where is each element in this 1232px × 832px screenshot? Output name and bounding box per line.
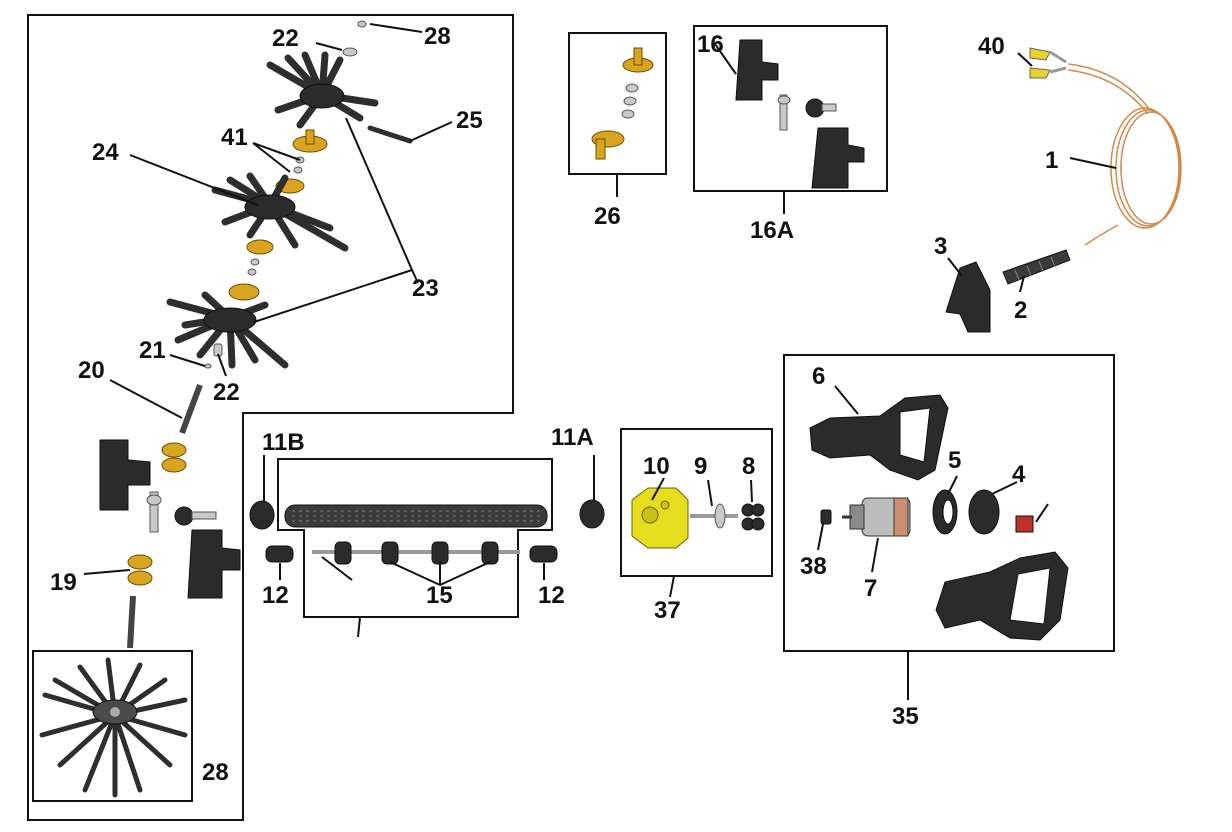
label-23: 23 bbox=[412, 275, 439, 302]
end-plug-11a bbox=[579, 499, 605, 529]
label-5: 5 bbox=[948, 447, 961, 474]
label-12-left: 12 bbox=[262, 582, 289, 609]
label-37: 37 bbox=[654, 597, 681, 624]
shaft-lower bbox=[127, 595, 136, 649]
label-10: 10 bbox=[643, 453, 670, 480]
label-4: 4 bbox=[1012, 461, 1026, 488]
brush-tube bbox=[284, 504, 548, 528]
bearing-22-top bbox=[342, 47, 358, 57]
brush-head-assembly-frame bbox=[27, 14, 514, 821]
label-8: 8 bbox=[742, 453, 755, 480]
label-1: 1 bbox=[1045, 147, 1058, 174]
end-plug-11b bbox=[249, 500, 275, 530]
gear-shaft-9 bbox=[690, 503, 738, 529]
sleeve-12-right bbox=[529, 545, 558, 563]
label-12-right: 12 bbox=[538, 582, 565, 609]
nut-28-top bbox=[357, 20, 367, 28]
washer-21 bbox=[204, 363, 212, 369]
handle-housing-6 bbox=[809, 394, 949, 481]
power-cord-1 bbox=[1067, 63, 1182, 246]
label-41: 41 bbox=[221, 124, 248, 151]
valve-stem-left bbox=[146, 491, 217, 533]
coupler-upper bbox=[161, 442, 187, 473]
tee-connector-right bbox=[187, 529, 241, 599]
label-21: 21 bbox=[139, 337, 166, 364]
label-25: 25 bbox=[456, 107, 483, 134]
label-9: 9 bbox=[694, 453, 707, 480]
sleeve-12-left bbox=[265, 545, 294, 563]
label-24: 24 bbox=[92, 139, 119, 166]
label-22-lower: 22 bbox=[213, 379, 240, 406]
label-35: 35 bbox=[892, 703, 919, 730]
bearings-8 bbox=[741, 503, 765, 531]
tee-connector-left bbox=[99, 439, 151, 511]
round-brush-28 bbox=[39, 657, 188, 798]
rod-25 bbox=[367, 125, 413, 144]
label-28-inset: 28 bbox=[202, 759, 229, 786]
switch-leader bbox=[1035, 503, 1049, 523]
collar-4 bbox=[968, 489, 1000, 535]
motor-kit-35-box bbox=[783, 354, 1115, 652]
motor-7 bbox=[842, 497, 911, 537]
part-labels: 22 28 25 41 24 23 21 20 22 19 28 11B 11A… bbox=[50, 23, 1058, 786]
switch-red bbox=[1015, 515, 1034, 533]
label-38: 38 bbox=[800, 553, 827, 580]
middle-hub-pair bbox=[228, 239, 274, 301]
end-cap-3 bbox=[945, 261, 991, 333]
screw-38 bbox=[820, 509, 832, 525]
shaft-20 bbox=[179, 383, 203, 435]
label-40: 40 bbox=[978, 33, 1005, 60]
strain-relief-2 bbox=[1002, 249, 1071, 285]
lower-brush-section bbox=[166, 291, 289, 369]
label-28-top: 28 bbox=[424, 23, 451, 50]
label-16a: 16A bbox=[750, 217, 794, 244]
gearbox-kit-37-box bbox=[620, 428, 773, 577]
label-6: 6 bbox=[812, 363, 825, 390]
leader-lines bbox=[83, 23, 1117, 700]
kit-16a-parts bbox=[735, 39, 865, 189]
label-20: 20 bbox=[78, 357, 105, 384]
label-3: 3 bbox=[934, 233, 947, 260]
label-11a: 11A bbox=[551, 424, 594, 451]
coupler-19 bbox=[127, 554, 153, 586]
label-16: 16 bbox=[697, 31, 724, 58]
gear-housing-10 bbox=[631, 487, 689, 549]
middle-brush-section-24 bbox=[211, 172, 349, 252]
kit-16a-box bbox=[693, 25, 888, 192]
label-26: 26 bbox=[594, 203, 621, 230]
clamp-ring-5 bbox=[932, 489, 958, 535]
label-19: 19 bbox=[50, 569, 77, 596]
drive-shaft-15 bbox=[312, 541, 520, 565]
spade-terminals-40 bbox=[1029, 47, 1067, 79]
label-11b: 11B bbox=[262, 429, 305, 456]
kit-26-box bbox=[568, 32, 667, 175]
label-7: 7 bbox=[864, 575, 877, 602]
label-2: 2 bbox=[1014, 297, 1027, 324]
handle-housing-lower bbox=[935, 551, 1069, 641]
top-brush-section bbox=[266, 51, 379, 129]
label-22-top: 22 bbox=[272, 25, 299, 52]
label-15: 15 bbox=[426, 582, 453, 609]
kit-26-parts bbox=[591, 47, 654, 160]
brush-28-inset-box bbox=[32, 650, 193, 802]
shaft-kit-box bbox=[277, 458, 553, 618]
